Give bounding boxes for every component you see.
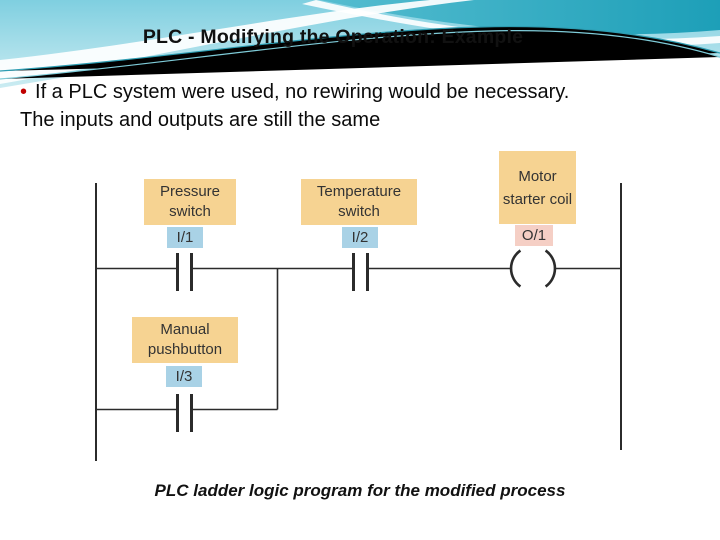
- coil-o1-right-arc: [544, 249, 557, 288]
- temperature-switch-label: Temperature switch: [301, 179, 417, 225]
- diagram-caption: PLC ladder logic program for the modifie…: [154, 481, 566, 500]
- bullet-text-line-1: If a PLC system were used, no rewiring w…: [35, 81, 570, 103]
- bullet-text-line-2: The inputs and outputs are still the sam…: [20, 109, 381, 131]
- address-label-i1: I/1: [167, 227, 203, 248]
- bullet-line-1: • If a PLC system were used, no rewiring …: [20, 78, 700, 106]
- page-title: PLC - Modifying the Operation: Example: [142, 26, 524, 48]
- bullet-item: • If a PLC system were used, no rewiring …: [20, 78, 700, 134]
- header-wave-decoration: [0, 0, 720, 132]
- manual-pushbutton-label: Manual pushbutton: [132, 317, 238, 363]
- address-label-i3: I/3: [166, 366, 202, 387]
- pressure-switch-label: Pressure switch: [144, 179, 236, 225]
- address-label-o1: O/1: [515, 225, 553, 246]
- address-label-i2: I/2: [342, 227, 378, 248]
- coil-o1-left-arc: [509, 249, 522, 288]
- bullet-marker: •: [20, 81, 28, 103]
- header-dark-wave: [320, 0, 720, 35]
- motor-starter-coil-label: Motor starter coil: [499, 151, 576, 224]
- header-thin-line-2: [0, 30, 720, 80]
